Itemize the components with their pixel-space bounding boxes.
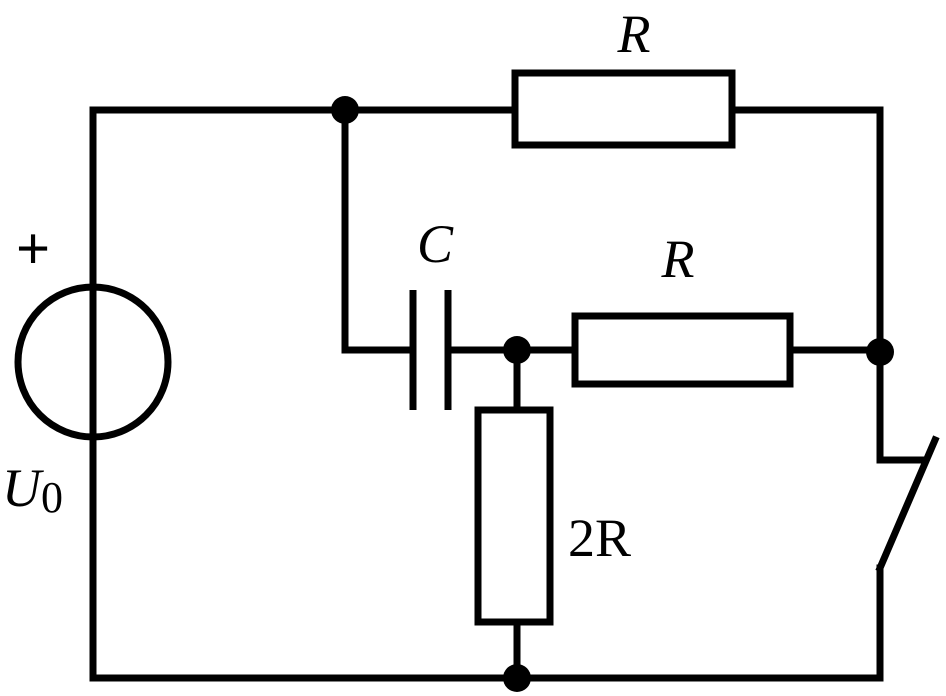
resistor-middle-label: R (661, 229, 695, 289)
capacitor: C (409, 214, 454, 410)
resistor-middle: R (571, 229, 794, 388)
switch (875, 435, 940, 573)
junctions (331, 96, 894, 692)
resistor-bottom-label: 2R (568, 508, 631, 568)
wire-top-right (728, 106, 884, 356)
wire-left-top (89, 106, 519, 682)
voltage-source: + U0 (2, 216, 172, 522)
resistor-bottom-body (474, 406, 554, 626)
capacitor-label: C (417, 214, 454, 274)
junction-right (866, 338, 894, 366)
source-label: U0 (2, 458, 63, 522)
wire-switch-lead (876, 348, 926, 464)
junction-top (331, 96, 359, 124)
resistor-top-body (511, 69, 736, 149)
switch-blade (875, 435, 940, 573)
wire-bottom (89, 564, 884, 682)
resistor-top-label: R (617, 4, 651, 64)
resistor-top: R (511, 4, 736, 149)
resistor-bottom: 2R (474, 406, 631, 626)
resistor-middle-body (571, 312, 794, 388)
junction-bottom (503, 664, 531, 692)
wire-branch-capacitor (341, 106, 417, 354)
plus-sign: + (16, 216, 50, 281)
junction-middle (503, 336, 531, 364)
